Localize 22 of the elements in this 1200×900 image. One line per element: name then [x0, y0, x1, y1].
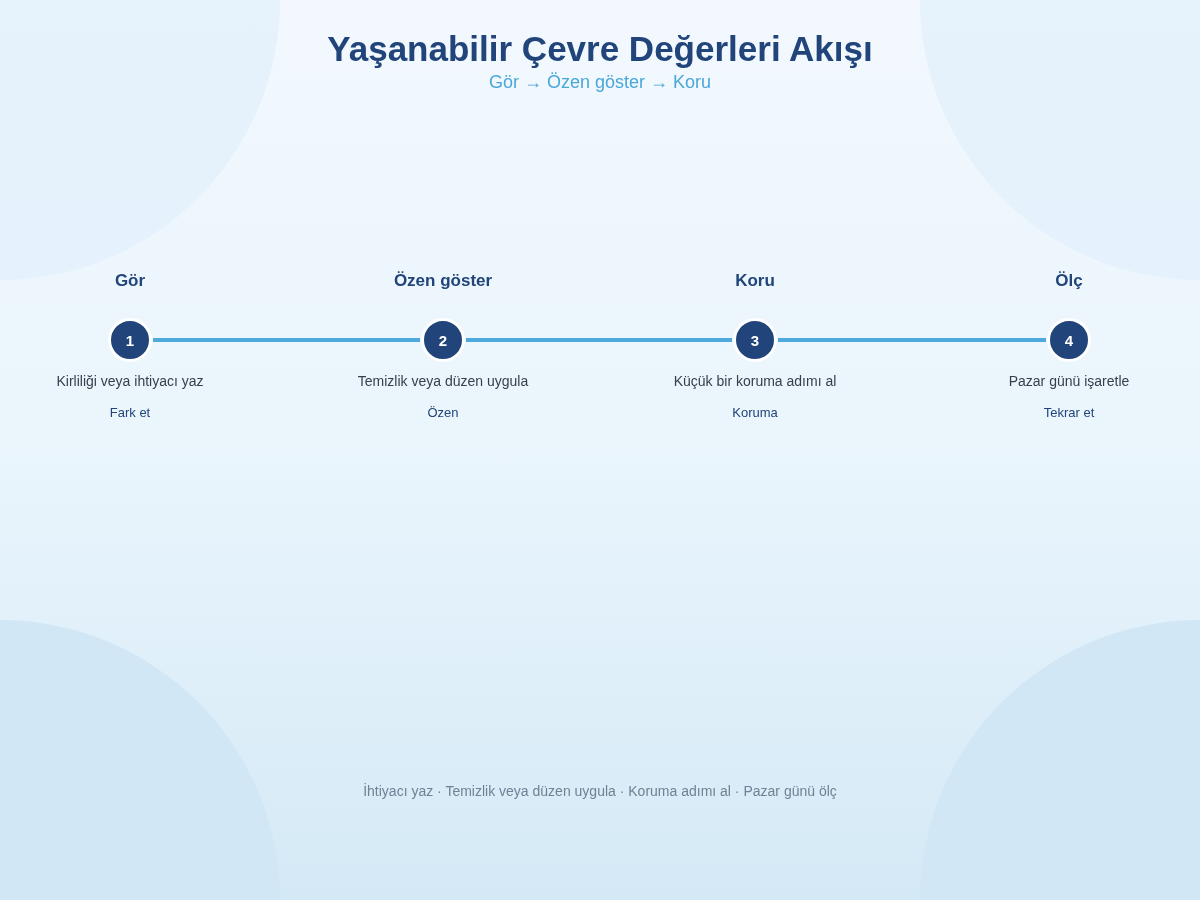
- step-number: 3: [733, 318, 777, 362]
- diagram-title: Yaşanabilir Çevre Değerleri Akışı: [327, 28, 873, 70]
- subtitle: Gör → Özen göster → Koru: [488, 72, 712, 94]
- step-tag: Tekrar et: [1043, 405, 1095, 421]
- step-tag: Özen: [427, 405, 459, 421]
- step-description: Kirliliği veya ihtiyacı yaz: [56, 373, 204, 390]
- step-title: Özen göster: [393, 271, 493, 292]
- step-number: 2: [421, 318, 465, 362]
- step-title: Koru: [735, 271, 775, 292]
- step-description: Küçük bir koruma adımı al: [673, 373, 837, 390]
- step-number: 1: [108, 318, 152, 362]
- footer-note: İhtiyacı yaz · Temizlik veya düzen uygula · Koruma adımı al · Pazar günü ölç: [363, 783, 837, 800]
- step-description: Temizlik veya düzen uygula: [357, 373, 529, 390]
- step-number: 4: [1047, 318, 1091, 362]
- step-tag: Fark et: [109, 405, 151, 421]
- connector-line: [153, 338, 420, 342]
- connector-line: [778, 338, 1046, 342]
- step-title: Gör: [114, 271, 146, 292]
- step-title: Ölç: [1055, 271, 1083, 292]
- step-tag: Koruma: [732, 405, 778, 421]
- connector-line: [466, 338, 732, 342]
- step-description: Pazar günü işaretle: [1008, 373, 1130, 390]
